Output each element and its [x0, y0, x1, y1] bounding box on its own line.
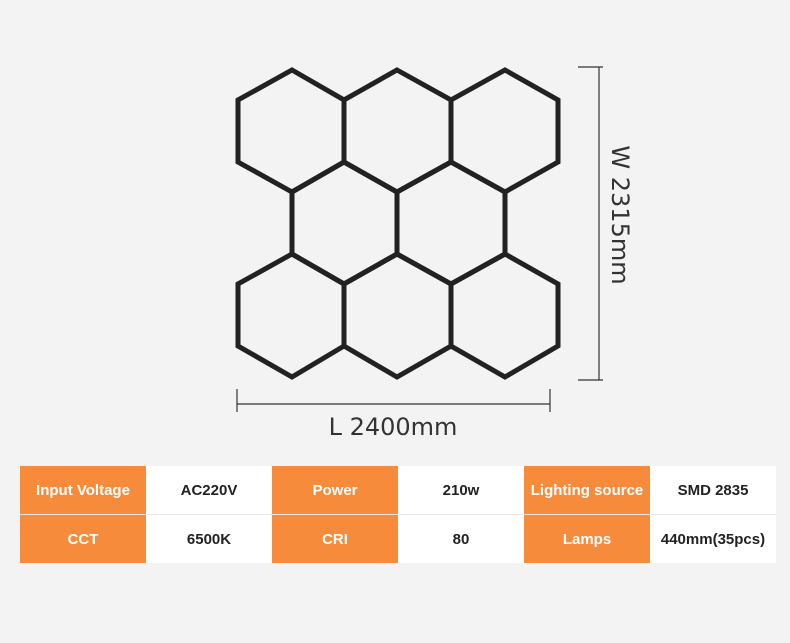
spec-value-lamps: 440mm(35pcs)	[650, 514, 776, 563]
spec-value-power: 210w	[398, 466, 524, 515]
hexagon-grid-graphic	[235, 66, 603, 412]
spec-value-cct: 6500K	[146, 514, 272, 563]
hexagon-6	[235, 251, 347, 380]
spec-label-cri: CRI	[272, 514, 398, 563]
spec-value-lighting-source: SMD 2835	[650, 466, 776, 515]
spec-label-lamps: Lamps	[524, 514, 650, 563]
width-label: W 2315mm	[606, 145, 634, 285]
spec-label-input-voltage: Input Voltage	[20, 466, 146, 515]
length-label: L 2400mm	[328, 413, 458, 441]
spec-label-power: Power	[272, 466, 398, 515]
spec-row-1: Input Voltage AC220V Power 210w Lighting…	[20, 466, 776, 515]
hexagon-8	[448, 251, 561, 380]
spec-table: Input Voltage AC220V Power 210w Lighting…	[20, 466, 776, 563]
spec-row-2: CCT 6500K CRI 80 Lamps 440mm(35pcs)	[20, 514, 776, 563]
spec-value-input-voltage: AC220V	[146, 466, 272, 515]
spec-label-cct: CCT	[20, 514, 146, 563]
spec-value-cri: 80	[398, 514, 524, 563]
hexagon-grid-diagram: L 2400mm W 2315mm	[235, 66, 634, 441]
hexagon-7	[341, 251, 454, 380]
spec-label-lighting-source: Lighting source	[524, 466, 650, 515]
